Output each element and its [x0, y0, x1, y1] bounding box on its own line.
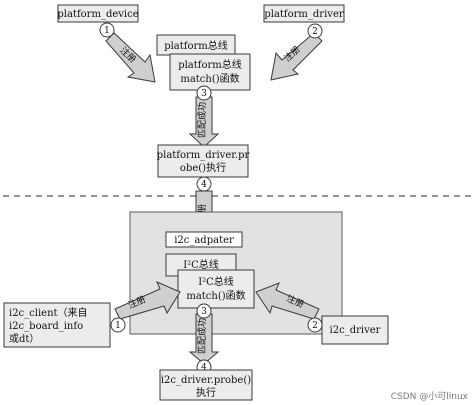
- step-4-number: 4: [201, 180, 207, 190]
- match-success-arrow-bottom: [188, 313, 220, 365]
- i2c-probe-line1: i2c_driver.probe(): [161, 375, 251, 386]
- platform-device-box: [57, 4, 139, 23]
- register-arrow-client: [114, 281, 181, 320]
- step-3-number-i2c: 3: [201, 307, 207, 317]
- step-1-number-i2c: 1: [115, 321, 121, 331]
- i2c-driver-label: i2c_driver: [330, 325, 381, 336]
- register-arrow-left: [105, 32, 156, 83]
- platform-match-box: [169, 53, 251, 91]
- step-4-number-i2c: 4: [201, 363, 207, 373]
- platform-match-line2: match()函数: [180, 72, 239, 85]
- platform-device-label: platform_device: [57, 9, 138, 20]
- i2c-match-line2: match()函数: [186, 289, 245, 302]
- i2c-adapter-box: [165, 231, 243, 248]
- step-1-marker: [99, 22, 115, 38]
- i2c-client-line1: i2c_client（来自: [9, 306, 88, 319]
- step-2-number-i2c: 2: [312, 321, 318, 331]
- step-2-number: 2: [312, 27, 318, 37]
- i2c-match-box: [177, 269, 255, 309]
- match-success-arrow-top: [188, 96, 220, 148]
- i2c-adapter-label: i2c_adpater: [174, 235, 234, 246]
- i2c-probe-line2: 执行: [196, 386, 216, 399]
- step-3-number: 3: [201, 89, 207, 99]
- step-1-marker-i2c: [110, 317, 126, 333]
- i2c-driver-box: [321, 315, 389, 345]
- register-arrow-driver: [255, 282, 320, 320]
- i2c-client-line2: i2c_board_info: [9, 321, 83, 332]
- platform-match-line1: platform总线: [178, 58, 242, 71]
- i2c-client-line3: 或dt）: [9, 333, 39, 345]
- i2c-match-line1: I²C总线: [198, 275, 234, 288]
- step-3-marker-i2c: [196, 303, 212, 319]
- step-3-marker: [196, 85, 212, 101]
- platform-probe-line1: platform_driver.pr: [157, 150, 250, 161]
- i2c-probe-box: [159, 369, 253, 401]
- platform-probe-line2: obe()执行: [180, 161, 226, 174]
- watermark: CSDN @小可linux: [391, 391, 469, 402]
- i2c-client-box: [3, 302, 111, 348]
- register-arrow-right: [270, 32, 323, 81]
- platform-driver-box: [263, 4, 345, 23]
- match-success-label-bottom: 匹配成功: [196, 318, 208, 354]
- i2c-bus-label: I²C总线: [183, 258, 219, 271]
- match-success-label-top: 匹配成功: [196, 102, 208, 138]
- step-1-number: 1: [104, 26, 110, 36]
- platform-bus-label: platform总线: [164, 39, 228, 52]
- platform-driver-label: platform_driver: [264, 9, 344, 20]
- step-2-marker-i2c: [307, 317, 323, 333]
- step-2-marker: [307, 23, 323, 39]
